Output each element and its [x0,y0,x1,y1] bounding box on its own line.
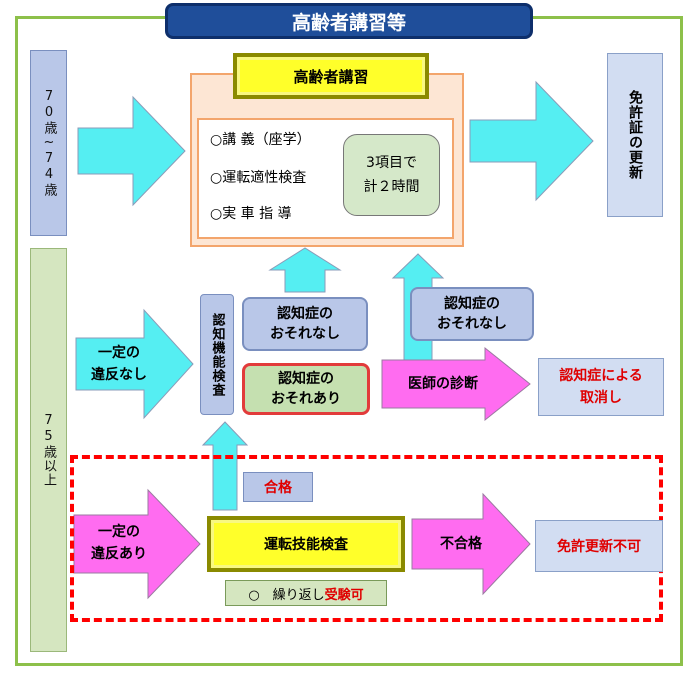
arrow-up-skill-to-cog [201,421,249,511]
lecture-item-driving: ○実 車 指 導 [210,206,292,222]
age-75-plus-label: 75歳以上 [30,248,67,652]
no-dementia-risk-box: 認知症の おそれなし [242,297,368,351]
driving-skill-test-box: 運転技能検査 [207,516,405,572]
arrow-lecture-to-renewal [469,80,594,202]
age-70-74-label: 70歳~74歳 [30,50,67,236]
arrow-no-violation [75,308,194,420]
violation-line1: 一定の [98,524,140,540]
dementia-risk-line2: おそれあり [271,391,341,407]
lecture-summary-line2: 計２時間 [363,179,420,195]
no-violation-line1: 一定の [98,345,140,361]
pass-label: 合格 [243,472,313,502]
arrow-violation [73,488,201,600]
no-renewal-box: 免許更新不可 [535,520,663,572]
license-renewal-box: 免許証の更新 [607,53,663,217]
violation-line2: 違反あり [91,546,147,562]
revocation-line2: 取消し [580,390,622,406]
no-dementia-line1: 認知症の [277,306,333,322]
retry-highlight: 受験可 [324,587,364,603]
no-dementia-line2: おそれなし [270,326,340,342]
arrow-up-cog-to-lecture [268,247,342,293]
arrow-doctor-diagnosis [381,346,531,422]
no-violation-line2: 違反なし [91,367,147,383]
no-dementia-after-diagnosis-box: 認知症の おそれなし [410,287,534,341]
page-title: 高齢者講習等 [165,3,533,39]
no-dementia-2-line2: おそれなし [437,316,507,332]
lecture-summary: 3項目で 計２時間 [343,134,440,216]
arrow-fail [411,492,531,596]
no-dementia-2-line1: 認知症の [444,296,500,312]
dementia-risk-line1: 認知症の [278,371,334,387]
dementia-risk-box: 認知症の おそれあり [242,363,370,415]
no-violation-label: 一定の 違反なし [86,342,152,386]
arrow-70-to-lecture [77,95,186,207]
revocation-line1: 認知症による [559,368,643,384]
lecture-item-aptitude: ○運転適性検査 [210,170,307,186]
lecture-summary-line1: 3項目で [366,155,417,171]
lecture-title: 高齢者講習 [233,53,429,99]
retry-prefix: ○ 繰り返し [248,587,325,603]
violation-label: 一定の 違反あり [84,521,154,565]
revocation-box: 認知症による 取消し [538,358,664,416]
fail-label: 不合格 [440,536,482,552]
doctor-diagnosis-label: 医師の診断 [408,376,478,392]
retry-note: ○ 繰り返し受験可 [225,580,387,606]
cognitive-check-box: 認知機能検査 [200,294,234,415]
lecture-item-classroom: ○講 義（座学） [210,132,311,148]
